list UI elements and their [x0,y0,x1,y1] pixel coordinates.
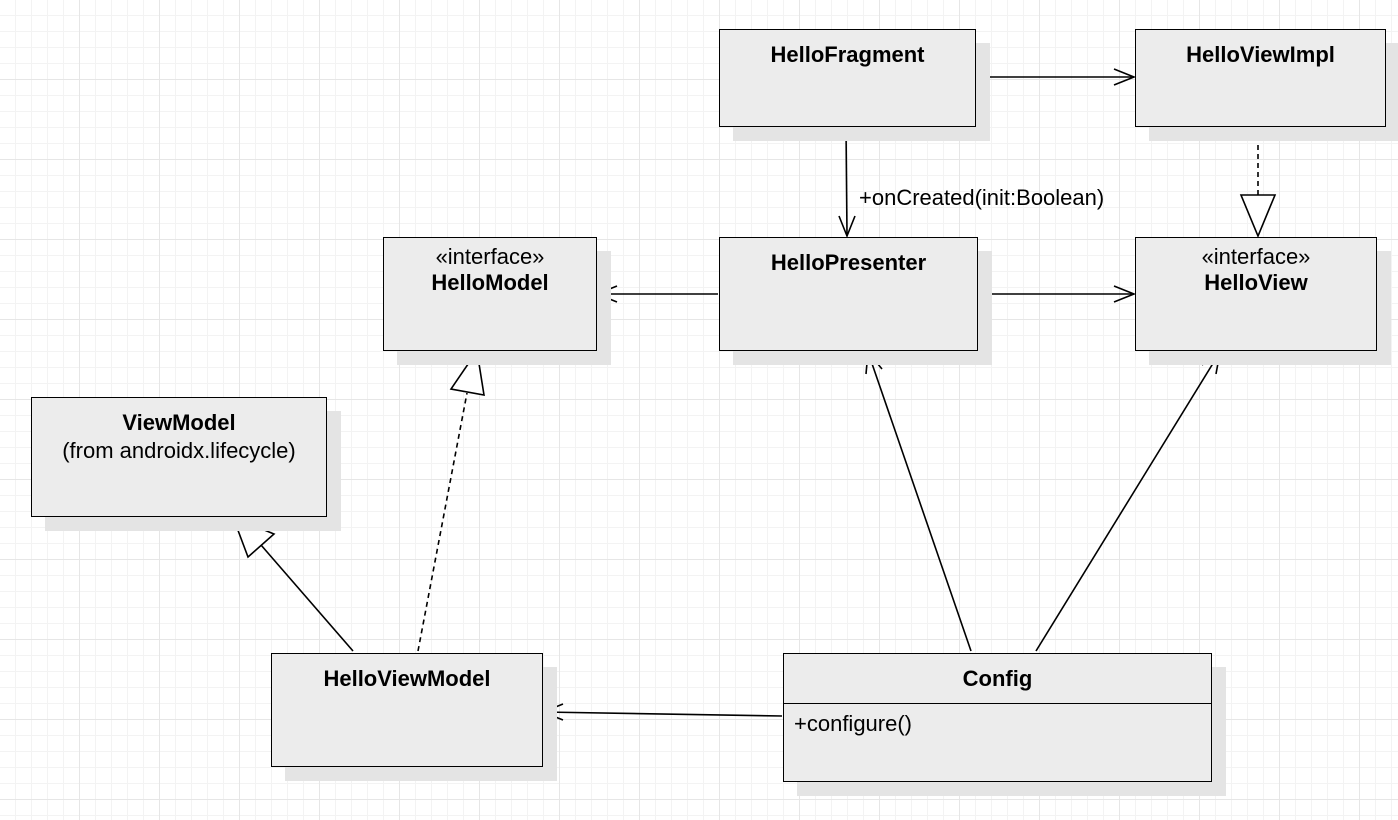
edge-viewmodel-generalization [231,515,354,652]
class-hello-view-impl[interactable]: HelloViewImpl [1135,29,1386,127]
edge-config-to-view [1035,350,1222,652]
edge-viewmodel-realizes-model [417,348,485,652]
edge-config-to-presenter [865,349,972,652]
oncreated-label: +onCreated(init:Boolean) [859,185,1105,210]
class-view-model[interactable]: ViewModel (from androidx.lifecycle) [31,397,327,517]
interface-hello-view[interactable]: «interface» HelloView [1135,237,1377,351]
compartment-divider [784,703,1211,704]
class-name: HelloModel [431,270,549,295]
edge-fragment-to-viewimpl [976,68,1137,86]
class-hello-view-model[interactable]: HelloViewModel [271,653,543,767]
edge-viewimpl-realizes-view [1239,127,1277,239]
interface-hello-model[interactable]: «interface» HelloModel [383,237,597,351]
interface-stereotype: «interface» [435,244,545,269]
edge-presenter-to-view [978,285,1137,303]
edge-presenter-to-model [594,285,718,303]
operation-configure: +configure() [794,711,913,736]
edge-fragment-to-presenter [838,126,856,239]
class-name: HelloViewImpl [1186,42,1335,67]
class-name: HelloView [1204,270,1308,295]
class-name: ViewModel [122,410,236,435]
class-name: HelloPresenter [770,250,927,275]
edge-config-to-viewmodel [540,703,783,721]
interface-stereotype: «interface» [1201,244,1311,269]
class-config[interactable]: Config +configure() [783,653,1212,782]
class-name: HelloFragment [770,42,925,67]
package-subtitle: (from androidx.lifecycle) [62,438,296,463]
class-name: Config [962,666,1033,691]
class-hello-fragment[interactable]: HelloFragment [719,29,976,127]
class-name: HelloViewModel [323,666,491,691]
class-hello-presenter[interactable]: HelloPresenter [719,237,978,351]
